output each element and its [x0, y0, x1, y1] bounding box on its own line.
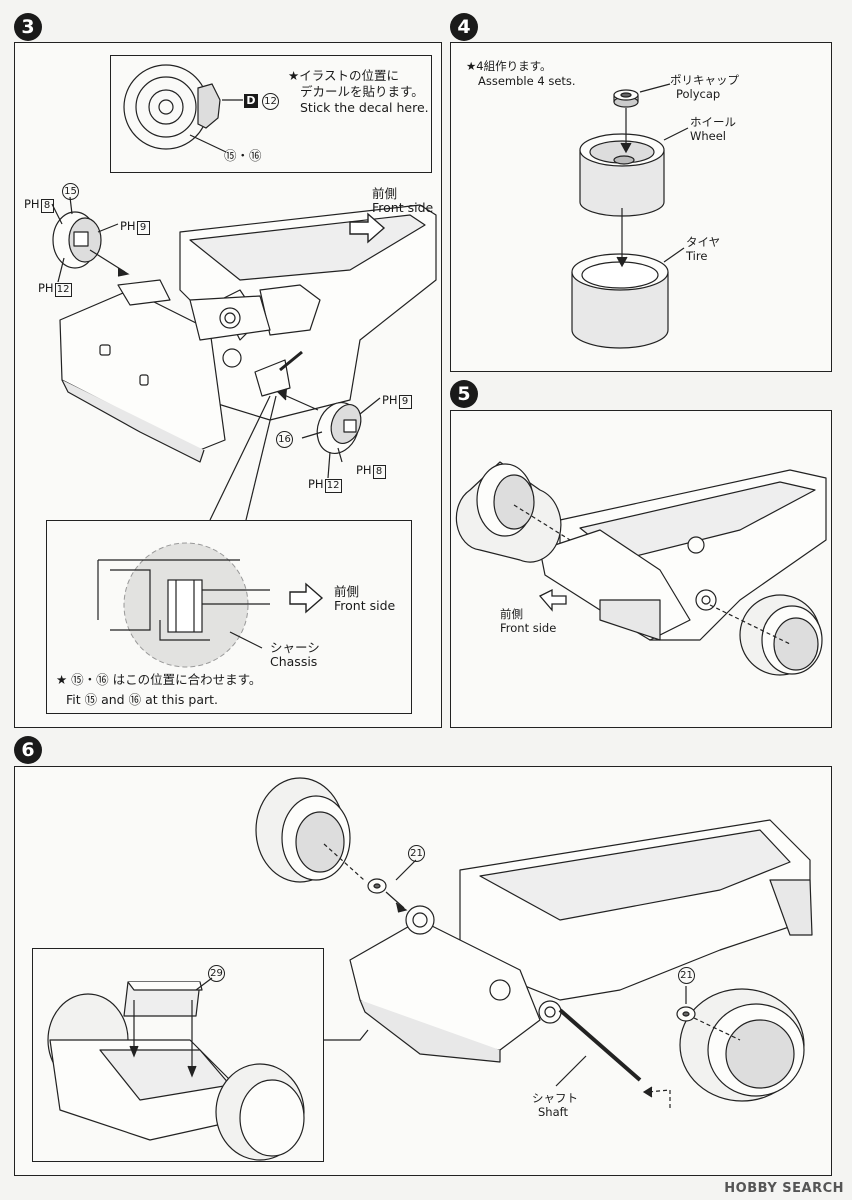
chassis-en: Chassis: [270, 654, 318, 669]
ph-label: PH: [382, 393, 398, 407]
step-4-panel: [450, 42, 832, 372]
part-21-bottom: 21: [678, 966, 695, 984]
step-4-number: 4: [450, 13, 478, 41]
part-29-callout: 29: [208, 964, 225, 982]
front-plate-inset: [32, 948, 324, 1162]
fit-note-jp: ★ ⑮・⑯ はこの位置に合わせます。: [56, 672, 262, 687]
step-5-number: 5: [450, 380, 478, 408]
fit-note-en: Fit ⑮ and ⑯ at this part.: [66, 692, 218, 707]
part-15: 15: [62, 183, 79, 200]
detail-front-en: Front side: [334, 598, 396, 613]
ph9: 9: [136, 221, 150, 235]
assemble-note-en: Assemble 4 sets.: [478, 74, 576, 88]
ph-label: PH: [308, 477, 324, 491]
step-6-number: 6: [14, 736, 42, 764]
decal-note-jp: ★イラストの位置に: [288, 68, 399, 83]
wheel-jp: ホイール: [690, 115, 736, 129]
ph12: 12: [54, 283, 72, 297]
wheel-parts-label: ⑮・⑯: [224, 148, 262, 163]
part-15-callout: 15: [62, 182, 79, 200]
s5-front-en: Front side: [500, 621, 557, 635]
ph8: 8: [372, 465, 386, 479]
ph-label: PH: [38, 281, 54, 295]
detail-front-jp: 前側: [334, 584, 360, 599]
decal-note-en: Stick the decal here.: [300, 100, 429, 115]
tire-jp: タイヤ: [686, 235, 721, 249]
part-21: 21: [408, 845, 425, 862]
tire-en: Tire: [686, 249, 708, 263]
watermark: HOBBY SEARCH: [724, 1181, 844, 1196]
ph8: 8: [40, 199, 54, 213]
shaft-jp: シャフト: [532, 1091, 578, 1105]
decal-number: 12: [261, 93, 279, 110]
wheel-en: Wheel: [690, 129, 727, 143]
polycap-jp: ポリキャップ: [670, 73, 739, 87]
front-side-jp: 前側: [372, 186, 398, 201]
part-16: 16: [276, 431, 293, 448]
polycap-en: Polycap: [676, 87, 721, 101]
s5-front-jp: 前側: [500, 607, 523, 621]
ph-label: PH: [24, 197, 40, 211]
ph12: 12: [324, 479, 342, 493]
decal-letter: D: [244, 94, 258, 108]
decal-note-jp2: デカールを貼ります。: [300, 84, 424, 99]
ph-label: PH: [120, 219, 136, 233]
step-3-number: 3: [14, 13, 42, 41]
part-16-callout: 16: [276, 430, 293, 448]
ph9: 9: [398, 395, 412, 409]
ph-label: PH: [356, 463, 372, 477]
chassis-jp: シャーシ: [270, 640, 320, 655]
assemble-note-jp: ★4組作ります。: [466, 59, 552, 73]
part-21-top: 21: [408, 844, 425, 862]
front-side-en: Front side: [372, 200, 434, 215]
part-21: 21: [678, 967, 695, 984]
step-5-panel: [450, 410, 832, 728]
part-29: 29: [208, 965, 225, 982]
shaft-en: Shaft: [538, 1105, 568, 1119]
decal-ref: D 12: [244, 92, 279, 110]
